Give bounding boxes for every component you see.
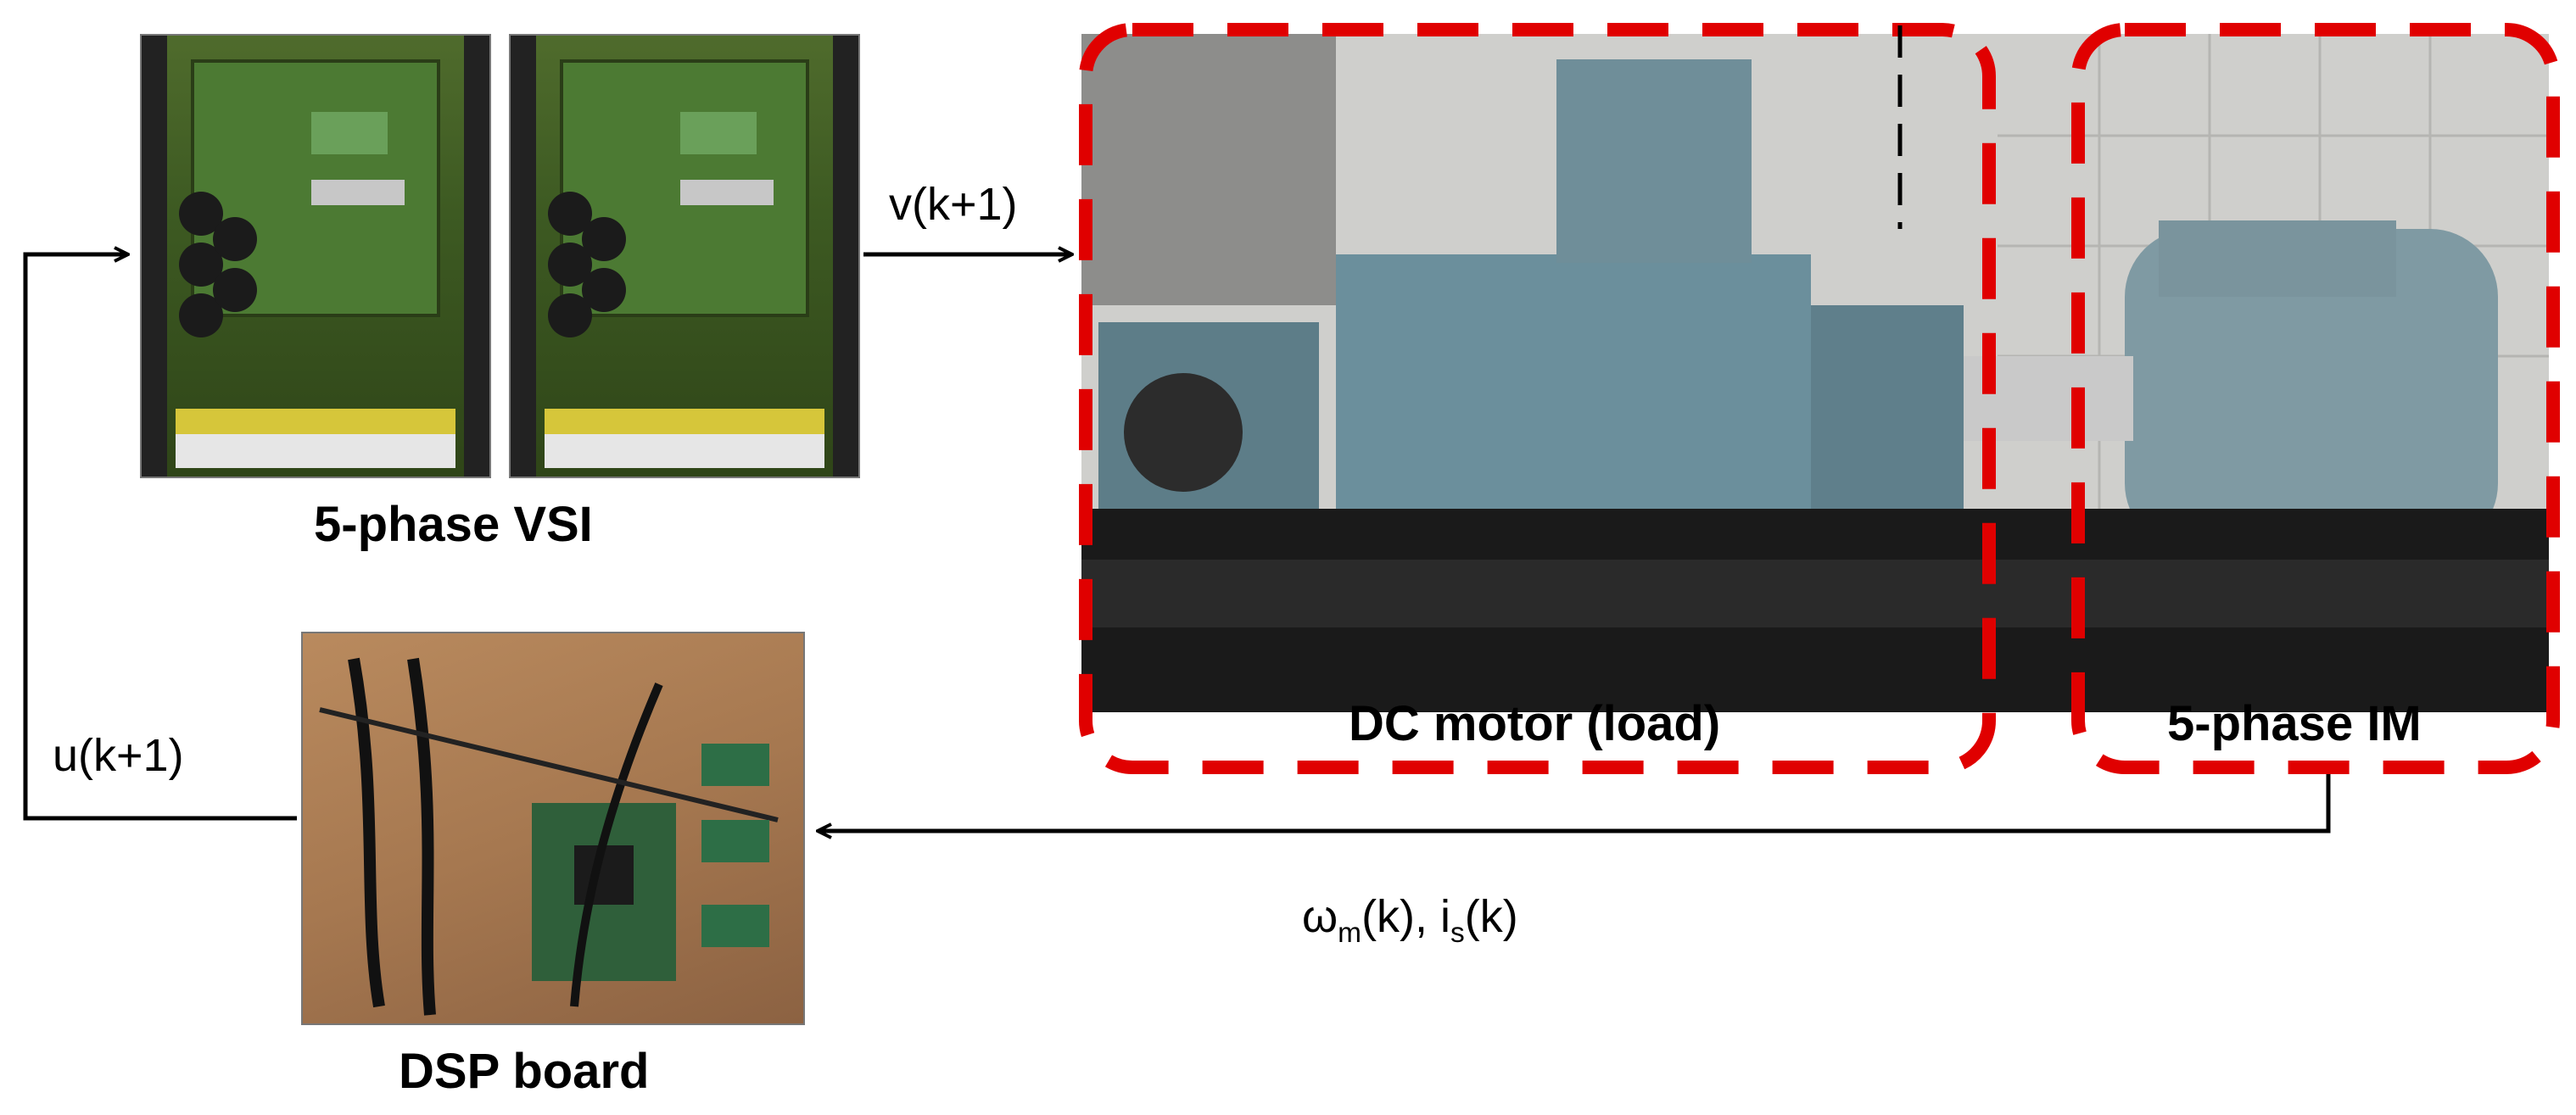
signal-u-next: u(k+1) (53, 730, 184, 781)
signal-v-next: v(k+1) (889, 179, 1018, 230)
arrow-im-to-dsp (819, 772, 2331, 831)
vsi-label: 5-phase VSI (314, 497, 593, 552)
vsi-photo-right-art (511, 36, 858, 477)
arrow-dsp-to-vsi (23, 254, 297, 821)
dsp-board-photo (301, 632, 805, 1025)
signal-current-sub: s (1450, 917, 1465, 949)
signal-omega-arg: (k), i (1361, 891, 1451, 942)
vsi-photo-right (509, 34, 860, 478)
vsi-photo-left-art (142, 36, 489, 477)
signal-omega-sub: m (1338, 917, 1362, 949)
dc-motor-highlight-box (1079, 23, 1996, 774)
signal-current-arg: (k) (1464, 891, 1518, 942)
vsi-photo-left (140, 34, 491, 478)
dsp-board-photo-art (319, 657, 779, 1016)
signal-omega-symbol: ω (1302, 891, 1338, 942)
dsp-board-label: DSP board (399, 1044, 650, 1099)
im-label: 5-phase IM (2167, 696, 2422, 751)
motor-bench-photo (1081, 34, 2549, 712)
dc-motor-label: DC motor (load) (1349, 696, 1721, 751)
im-highlight-box (2071, 23, 2560, 774)
signal-feedback: ωm(k), is(k) (1302, 890, 1518, 950)
